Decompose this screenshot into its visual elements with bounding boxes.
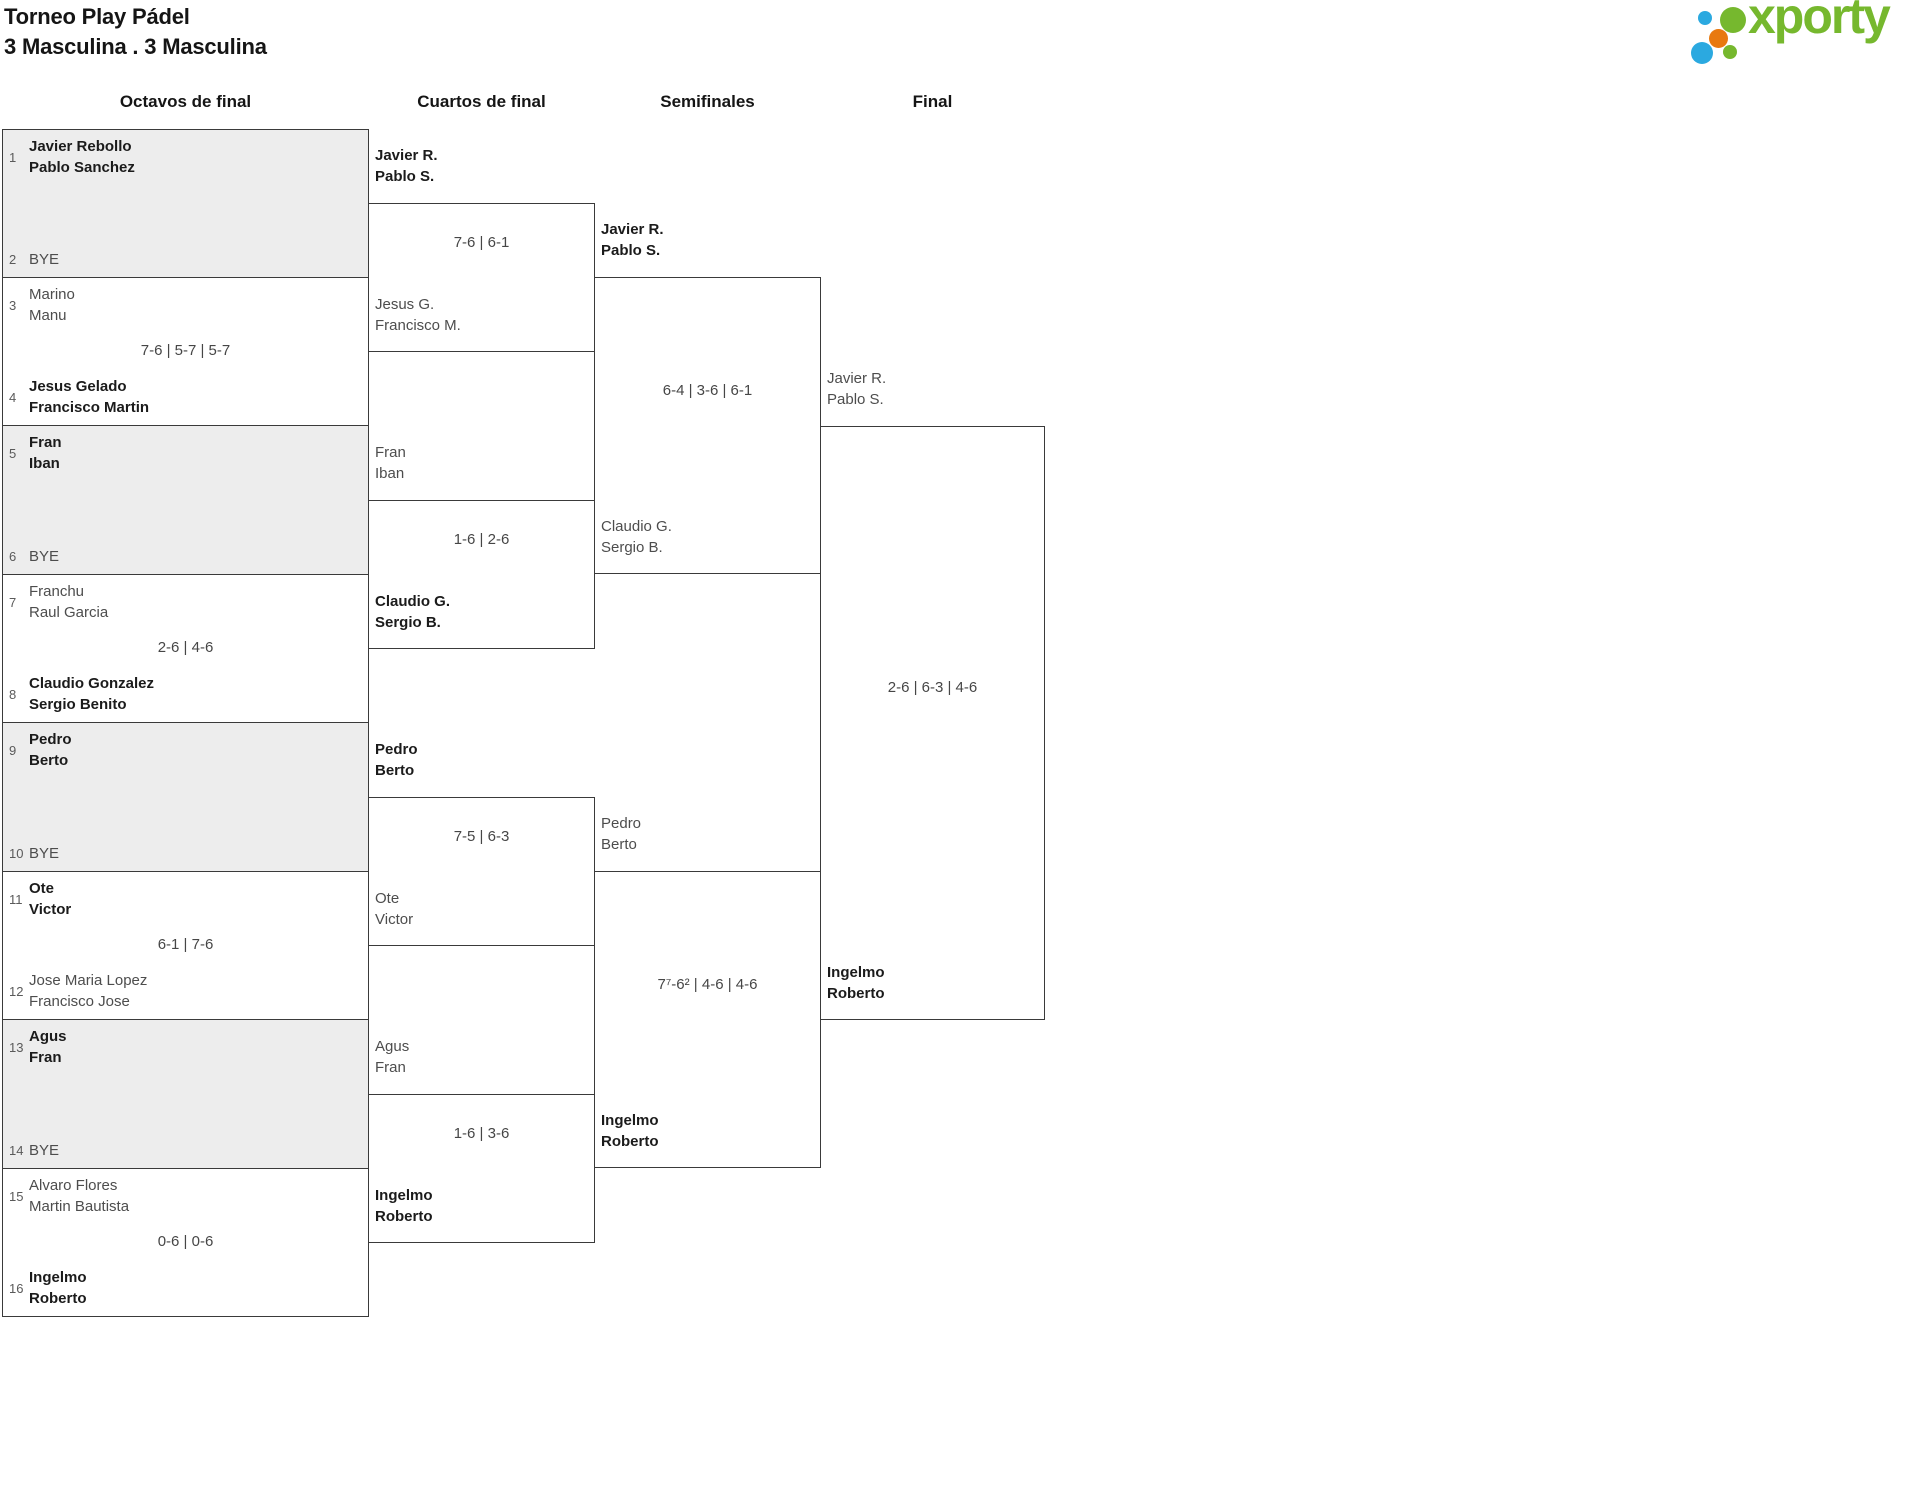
- logo-dot-blue-small: [1698, 11, 1712, 25]
- seed-number: 13: [9, 1039, 24, 1055]
- match-score: 2-6 | 4-6: [157, 639, 214, 656]
- participant-names: BYE: [29, 845, 60, 862]
- seed-number: 4: [9, 389, 17, 405]
- participant-names: BYE: [29, 548, 60, 565]
- seed-number: 5: [9, 445, 17, 461]
- seed-number: 7: [9, 594, 17, 610]
- match-score: 6-1 | 7-6: [157, 936, 214, 953]
- participant-label: Javier R.Pablo S.: [827, 370, 887, 408]
- match-score: 7-6 | 6-1: [453, 234, 510, 251]
- participant-slot: 10 BYE: [3, 843, 368, 864]
- match-score: 1-6 | 3-6: [453, 1125, 510, 1142]
- seed-number: 10: [9, 846, 24, 861]
- seed-number: 11: [9, 891, 23, 907]
- logo-dot-green-large: [1720, 7, 1746, 33]
- round-header-semifinales: Semifinales: [660, 92, 755, 111]
- match-cuartos-4[interactable]: [368, 1094, 595, 1243]
- tournament-name: Torneo Play Pádel: [4, 4, 190, 29]
- seed-number: 2: [9, 252, 17, 267]
- match-score: 0-6 | 0-6: [157, 1233, 214, 1250]
- match-final[interactable]: [820, 426, 1045, 1020]
- match-score: 7⁷-6² | 4-6 | 4-6: [657, 976, 758, 993]
- logo-dot-green-small: [1723, 45, 1737, 59]
- match-score: 1-6 | 2-6: [453, 531, 510, 548]
- match-score: 6-4 | 3-6 | 6-1: [662, 382, 753, 399]
- xporty-logo[interactable]: xporty: [1690, 0, 1912, 74]
- round-header-cuartos: Cuartos de final: [417, 92, 546, 111]
- seed-number: 14: [9, 1143, 24, 1158]
- seed-number: 6: [9, 549, 17, 564]
- round-header-final: Final: [912, 92, 953, 111]
- logo-dot-blue-large: [1691, 42, 1713, 64]
- seed-number: 8: [9, 686, 17, 702]
- match-score: 2-6 | 6-3 | 4-6: [887, 679, 978, 696]
- participant-label: Claudio G.Sergio B.: [601, 518, 672, 556]
- participant-label: Javier R.Pablo S.: [375, 147, 438, 185]
- page-title: Torneo Play Pádel 3 Masculina . 3 Mascul…: [4, 2, 267, 62]
- match-score: 7-5 | 6-3: [453, 828, 510, 845]
- seed-number: 16: [9, 1280, 24, 1296]
- round-header-octavos: Octavos de final: [119, 92, 252, 111]
- category-name: 3 Masculina . 3 Masculina: [4, 34, 267, 59]
- match-cuartos-2[interactable]: [368, 500, 595, 649]
- participant-slot: 14 BYE: [3, 1140, 368, 1161]
- participant-slot: 2 BYE: [3, 249, 368, 270]
- participant-names: BYE: [29, 1142, 60, 1159]
- xporty-logo-text: xporty: [1748, 0, 1891, 44]
- participant-label: Claudio G.Sergio B.: [375, 593, 450, 631]
- participant-label: Javier R.Pablo S.: [601, 221, 664, 259]
- seed-number: 1: [9, 149, 17, 165]
- seed-number: 12: [9, 983, 24, 999]
- match-score: 7-6 | 5-7 | 5-7: [140, 342, 231, 359]
- participant-names: BYE: [29, 251, 60, 268]
- seed-number: 9: [9, 742, 17, 758]
- participant-label: Jesus G.Francisco M.: [375, 296, 461, 334]
- seed-number: 3: [9, 297, 17, 313]
- participant-slot: 6 BYE: [3, 546, 368, 567]
- match-semifinal-1[interactable]: [594, 277, 821, 574]
- logo-dot-orange: [1709, 29, 1728, 48]
- seed-number: 15: [9, 1188, 24, 1204]
